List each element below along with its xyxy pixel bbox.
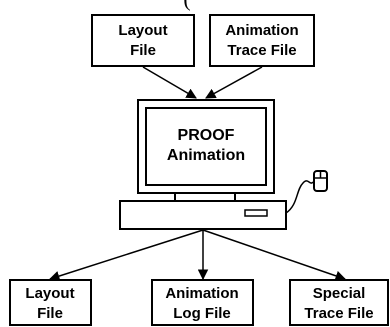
output-animation-log-file-line2: Log File — [173, 305, 231, 322]
screen-text-line1: PROOF — [178, 127, 235, 144]
mouse-icon — [313, 170, 328, 192]
output-layout-file-line2: File — [37, 305, 63, 322]
output-animation-log-file-box: Animation Log File — [151, 279, 254, 326]
arrow-computer-to-special — [202, 229, 346, 281]
output-layout-file-box: Layout File — [9, 279, 92, 326]
input-layout-file-line2: File — [130, 42, 156, 59]
input-animation-trace-file-box: Animation Trace File — [209, 14, 315, 67]
input-animation-trace-file-line2: Trace File — [227, 42, 296, 59]
mouse-cord — [285, 180, 314, 214]
top-fragment: ( — [183, 0, 190, 11]
computer-monitor: PROOF Animation — [137, 99, 275, 194]
disk-drive-slot — [244, 209, 268, 217]
arrow-trace-to-computer — [205, 66, 263, 99]
screen-text-line2: Animation — [167, 147, 245, 164]
output-special-trace-file-line2: Trace File — [304, 305, 373, 322]
output-layout-file-line1: Layout — [25, 285, 74, 302]
monitor-stand — [174, 192, 236, 202]
input-animation-trace-file-line1: Animation — [225, 22, 298, 39]
arrow-layout-to-computer — [142, 66, 197, 99]
output-special-trace-file-line1: Special — [313, 285, 366, 302]
arrow-computer-to-layout — [49, 229, 204, 282]
input-layout-file-line1: Layout — [118, 22, 167, 39]
computer-base-unit — [119, 200, 287, 230]
output-animation-log-file-line1: Animation — [165, 285, 238, 302]
output-special-trace-file-box: Special Trace File — [289, 279, 389, 326]
input-layout-file-box: Layout File — [91, 14, 195, 67]
